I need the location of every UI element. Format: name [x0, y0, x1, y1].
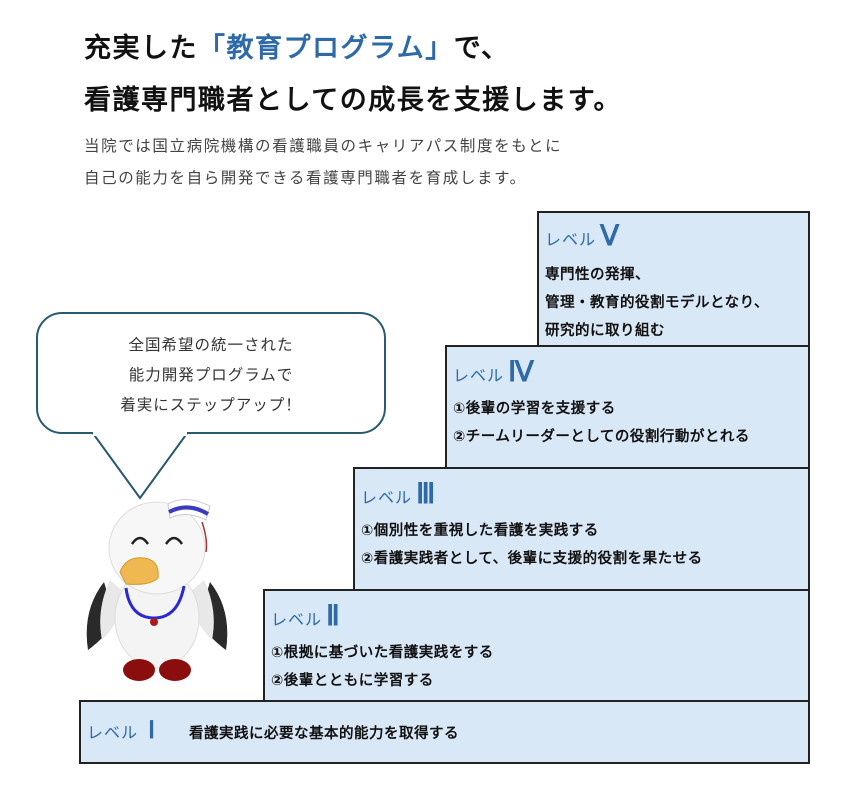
level-label-kana: レベル — [361, 488, 413, 507]
level-3-description: ①個別性を重視した看護を実践する ②看護実践者として、後輩に支援的役割を果たせる — [361, 517, 703, 573]
bubble-line: 全国希望の統一された — [128, 336, 294, 354]
level-1-label: レベル Ⅰ — [87, 716, 155, 745]
level-1-step: レベル Ⅰ 看護実践に必要な基本的能力を取得する — [79, 700, 810, 764]
description-line: ②チームリーダーとしての役割行動がとれる — [453, 429, 750, 445]
level-roman-numeral: Ⅱ — [326, 600, 340, 631]
description-line: ②後輩とともに学習する — [271, 673, 434, 689]
level-5-description: 専門性の発揮、 管理・教育的役割モデルとなり、 研究的に取り組む — [545, 261, 769, 345]
description-line: 管理・教育的役割モデルとなり、 — [545, 295, 769, 311]
speech-bubble-text: 全国希望の統一された 能力開発プログラムで 着実にステップアップ！ — [38, 330, 384, 420]
description-line: 看護実践に必要な基本的能力を取得する — [189, 726, 459, 742]
speech-bubble: 全国希望の統一された 能力開発プログラムで 着実にステップアップ！ — [36, 312, 386, 434]
level-1-description: 看護実践に必要な基本的能力を取得する — [189, 720, 459, 748]
description-line: 専門性の発揮、 — [545, 267, 650, 283]
title-suffix: で、 — [453, 33, 510, 64]
level-2-description: ①根拠に基づいた看護実践をする ②後輩とともに学習する — [271, 639, 494, 695]
title-accent-program: 「教育プログラム」 — [198, 33, 454, 64]
description-line: 研究的に取り組む — [545, 323, 665, 339]
level-4-description: ①後輩の学習を支援する ②チームリーダーとしての役割行動がとれる — [453, 395, 750, 451]
description-line: ①後輩の学習を支援する — [453, 401, 616, 417]
page-title-line-1: 充実した「教育プログラム」で、 — [84, 26, 510, 65]
description-line: ①個別性を重視した看護を実践する — [361, 523, 599, 539]
title-prefix: 充実した — [84, 33, 198, 64]
lead-text-line-2: 自己の能力を自ら開発できる看護専門職者を育成します。 — [84, 169, 527, 187]
level-label-kana: レベル — [453, 366, 505, 385]
seagull-nurse-mascot-icon — [86, 499, 228, 681]
level-label-kana: レベル — [545, 230, 597, 249]
level-roman-numeral: Ⅰ — [148, 717, 156, 744]
level-roman-numeral: Ⅳ — [508, 356, 534, 387]
bubble-line: 能力開発プログラムで — [128, 366, 294, 384]
level-roman-numeral: Ⅲ — [416, 478, 436, 509]
bubble-line: 着実にステップアップ！ — [120, 396, 302, 414]
lead-text-line-1: 当院では国立病院機構の看護職員のキャリアパス制度をもとに — [84, 137, 563, 155]
description-line: ②看護実践者として、後輩に支援的役割を果たせる — [361, 551, 703, 567]
level-label-kana: レベル — [271, 610, 323, 629]
level-label-kana: レベル — [87, 723, 139, 742]
page-title-line-2: 看護専門職者としての成長を支援します。 — [84, 85, 622, 116]
level-roman-numeral: Ⅴ — [600, 220, 620, 251]
description-line: ①根拠に基づいた看護実践をする — [271, 645, 494, 661]
